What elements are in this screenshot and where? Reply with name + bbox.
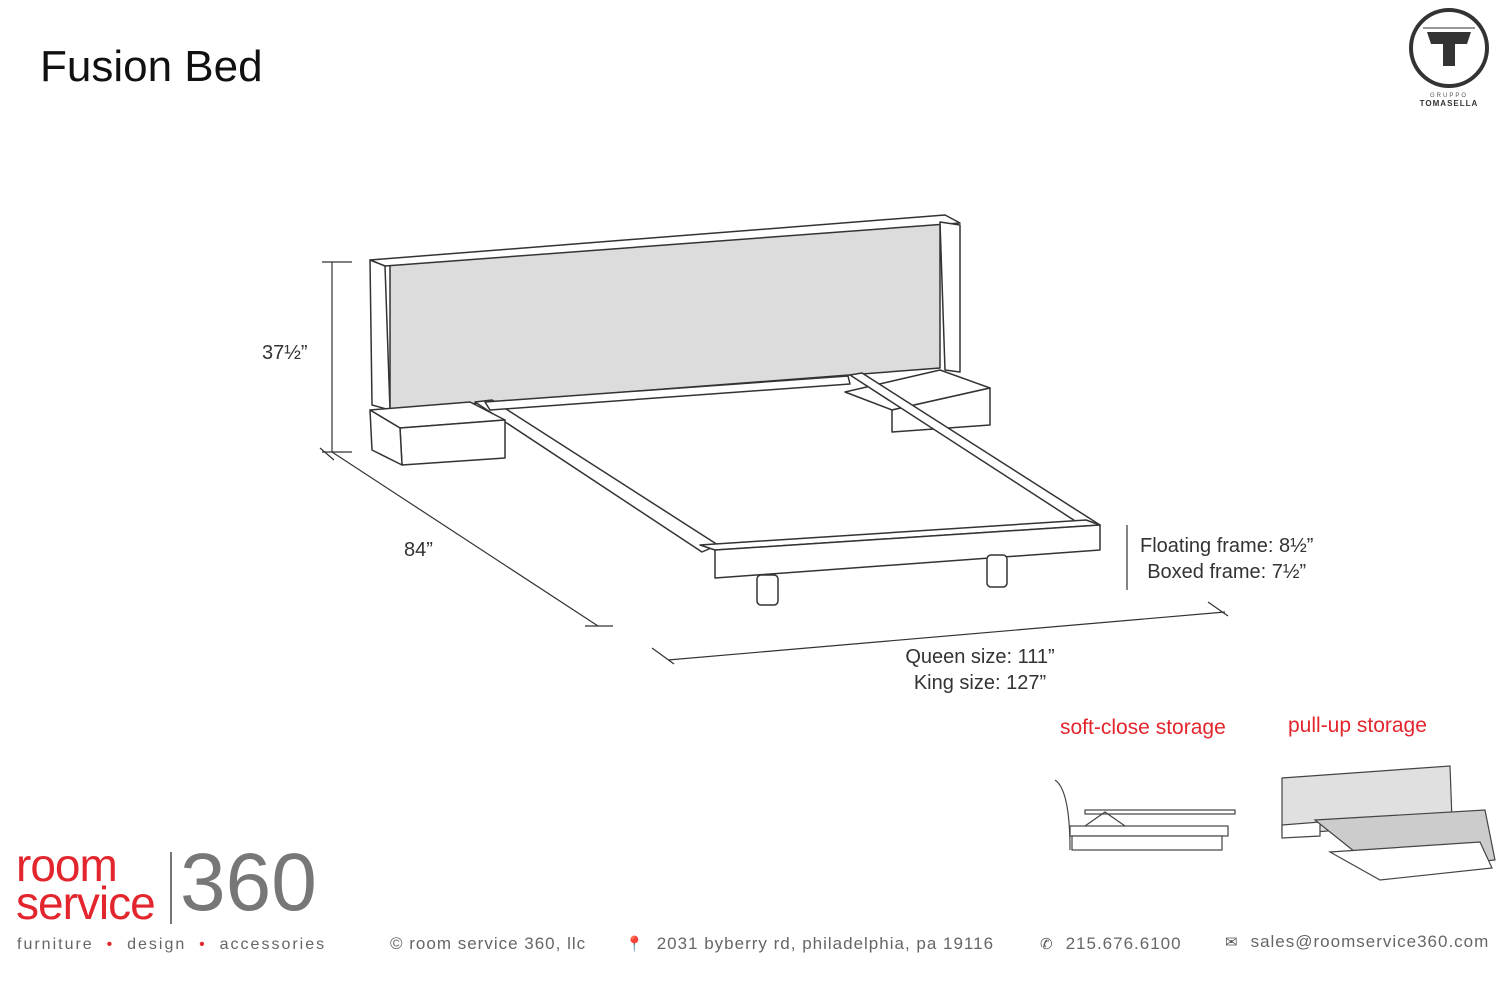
left-nightstand-side: [369, 409, 403, 466]
pull-up-storage-label: pull-up storage: [1288, 714, 1427, 737]
left-rail: [474, 399, 719, 553]
bed-leg: [756, 574, 779, 606]
bed-leg: [986, 554, 1008, 588]
headboard-left-post: [369, 259, 391, 411]
width-dimensions: Queen size: 111” King size: 127”: [880, 644, 1080, 696]
soft-close-storage-label: soft-close storage: [1060, 716, 1226, 739]
logo-room: room: [16, 839, 118, 891]
logo-service: service: [16, 877, 156, 929]
copyright: © room service 360, llc: [390, 934, 587, 953]
tomasella-logo: GRUPPO TOMASELLA: [1405, 6, 1493, 108]
king-size-label: King size: 127”: [913, 672, 1047, 694]
map-pin-icon: 📍: [625, 936, 645, 953]
head-rail: [484, 375, 851, 411]
page-title: Fusion Bed: [40, 42, 263, 91]
envelope-icon: ✉: [1225, 934, 1239, 951]
boxed-frame-label: Boxed frame: 7½”: [1147, 561, 1307, 583]
logo-360: 360: [180, 837, 317, 928]
email[interactable]: ✉sales@roomservice360.com: [1225, 932, 1490, 951]
room-service-logo: room service 360: [16, 839, 317, 929]
front-rail-face: [714, 524, 1101, 579]
logo-gruppo: GRUPPO: [1429, 93, 1468, 99]
depth-dimension-line: [319, 447, 613, 627]
depth-dimension: 84”: [404, 539, 433, 561]
right-nightstand-front: [891, 387, 991, 433]
left-nightstand-front: [399, 419, 506, 466]
pull-up-storage-diagram: [1281, 765, 1496, 881]
height-dimension-line: [322, 261, 352, 453]
queen-size-label: Queen size: 111”: [905, 646, 1055, 668]
phone[interactable]: ✆215.676.6100: [1040, 934, 1182, 953]
logo-tagline: furniture • design • accessories: [17, 936, 327, 953]
tomasella-t-icon: [1409, 8, 1489, 88]
logo-tomasella: TOMASELLA: [1419, 99, 1479, 108]
headboard-panel: [389, 221, 941, 411]
frame-dimensions: Floating frame: 8½” Boxed frame: 7½”: [1140, 533, 1313, 585]
width-dimension-line: [651, 601, 1229, 665]
soft-close-storage-diagram: [1054, 779, 1236, 851]
address: 📍2031 byberry rd, philadelphia, pa 19116: [625, 934, 995, 953]
headboard-right-post: [939, 221, 961, 373]
phone-icon: ✆: [1040, 936, 1054, 953]
height-dimension: 37½”: [262, 342, 308, 364]
floating-frame-label: Floating frame: 8½”: [1140, 535, 1314, 557]
